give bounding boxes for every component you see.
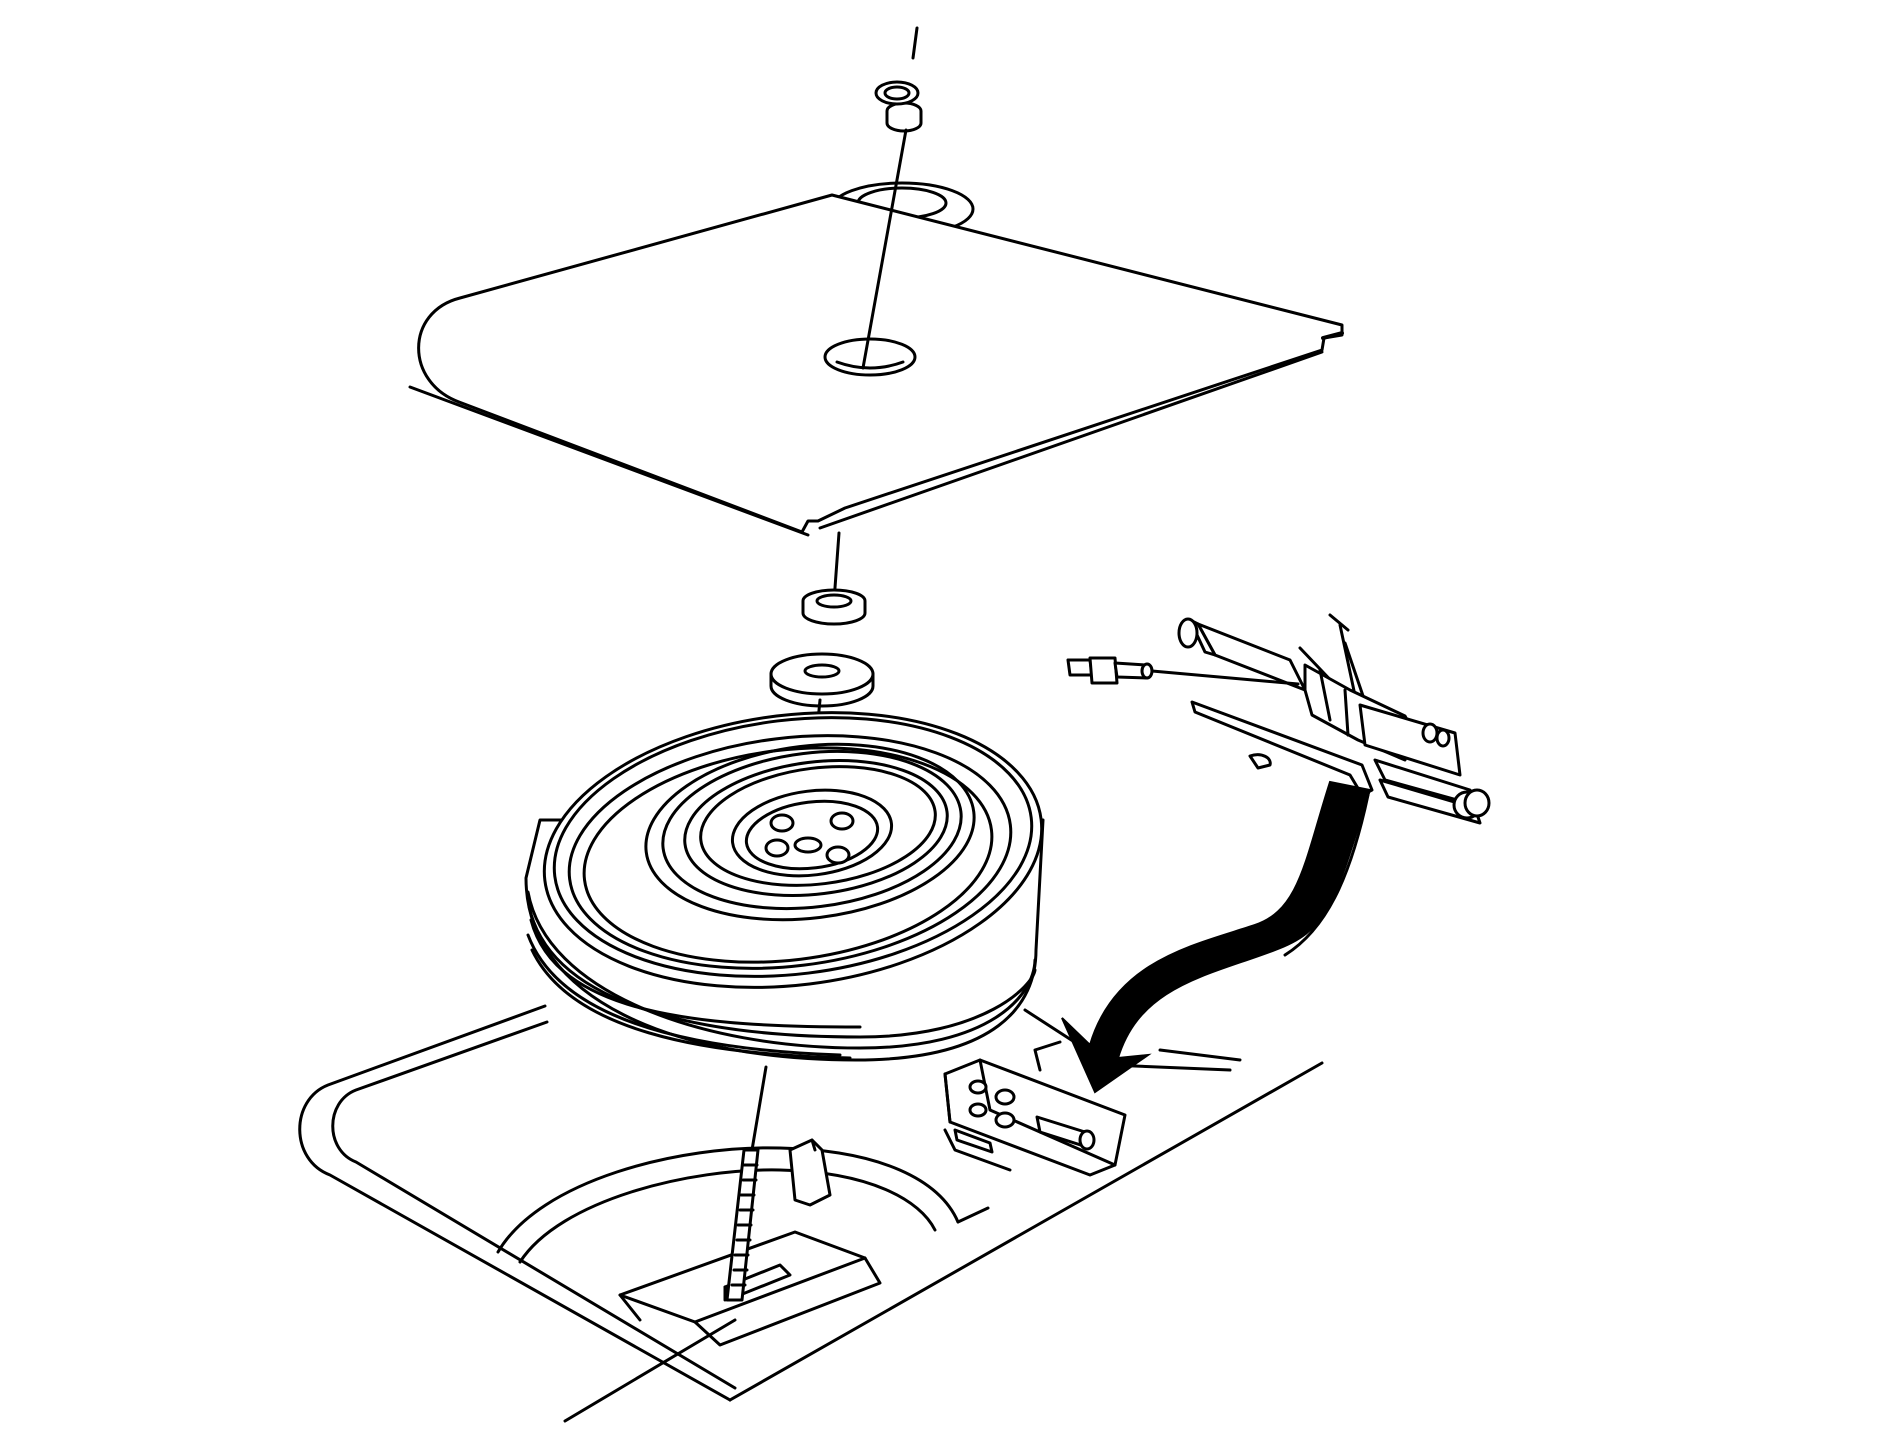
tire-spacer (801, 588, 867, 626)
center-axis-upper (861, 128, 908, 370)
retaining-bolt (725, 1065, 832, 1302)
cover-step-edge (1321, 331, 1344, 340)
load-floor-cover (408, 193, 1344, 537)
wheel-spacer (769, 652, 875, 708)
spare-tire-well (298, 1004, 1324, 1423)
installation-arrow (1061, 780, 1372, 1094)
jack-assembly (1177, 613, 1491, 825)
retainer-nut (874, 26, 923, 133)
jack-handle-pin (1066, 656, 1300, 686)
jack-bracket (943, 1058, 1127, 1177)
spare-tire (524, 711, 1045, 1062)
